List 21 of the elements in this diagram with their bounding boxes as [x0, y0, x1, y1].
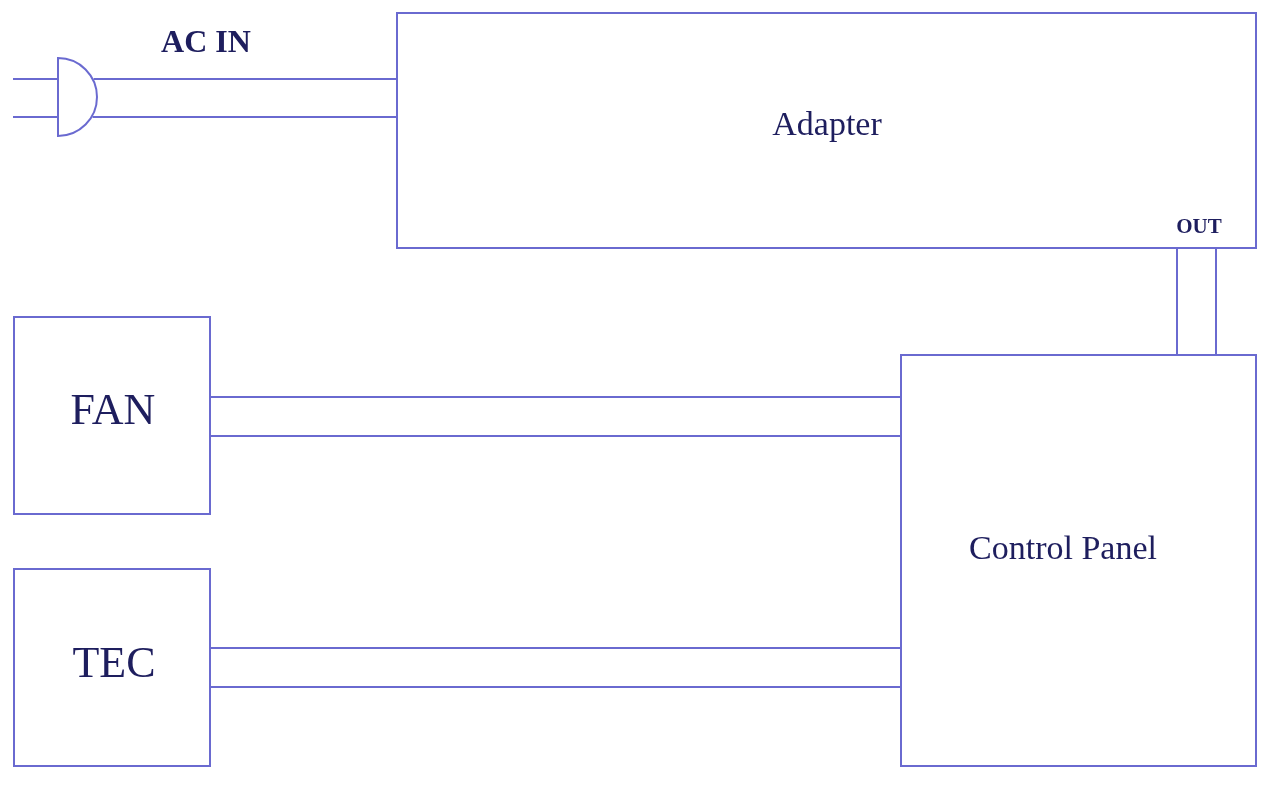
plug-symbol: [57, 57, 98, 137]
wire: [210, 435, 901, 437]
wire: [1215, 248, 1217, 355]
wire: [210, 396, 901, 398]
wire: [12, 78, 58, 80]
wire: [91, 116, 397, 118]
edge-label: AC IN: [161, 25, 251, 57]
block-box: [13, 316, 211, 515]
block-label: FAN: [70, 388, 156, 432]
block-label: Control Panel: [969, 531, 1157, 565]
block-box: [13, 568, 211, 767]
wire: [12, 116, 58, 118]
wire: [92, 78, 397, 80]
wire: [210, 647, 901, 649]
block-box: [900, 354, 1257, 767]
wire: [210, 686, 901, 688]
block-box: [396, 12, 1257, 249]
block-label: Adapter: [772, 107, 882, 141]
wire: [1176, 248, 1178, 355]
port-label: OUT: [1176, 215, 1222, 237]
block-label: TEC: [72, 641, 156, 685]
